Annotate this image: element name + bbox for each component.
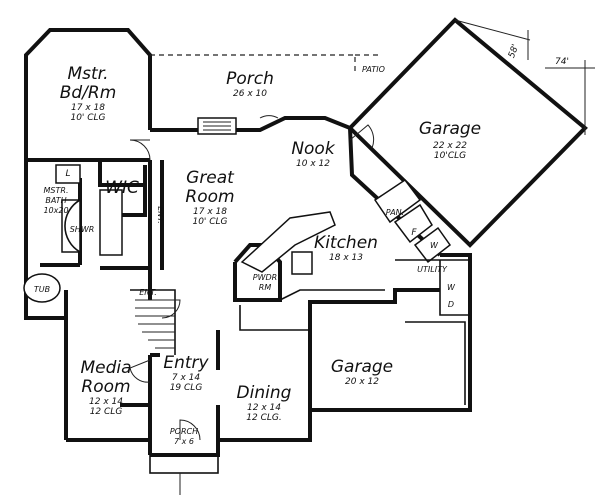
bath-fixtures <box>23 164 123 303</box>
garage-front-size: 20 x 12 <box>345 377 379 387</box>
shower-label: SHWR <box>70 225 95 234</box>
porch-rear-label: Porch <box>226 69 274 89</box>
entry-size: 7 x 14 <box>172 373 201 383</box>
garage-front-label: Garage <box>331 357 393 377</box>
great-room-ceiling: 10' CLG <box>192 217 227 227</box>
dimension-lines <box>454 19 595 135</box>
porch-front-size: 7 x 6 <box>174 437 194 446</box>
master-bed-label-1: Mstr. <box>67 64 108 84</box>
entry-ceiling: 19 CLG <box>170 383 203 393</box>
door-swings <box>129 115 375 441</box>
tub-fixture <box>23 273 61 303</box>
room-labels: Mstr. Bd/Rm 17 x 18 10' CLG Porch 26 x 1… <box>34 43 569 446</box>
master-bed-label-2: Bd/Rm <box>60 83 117 103</box>
ent-lower-label: ENT. <box>139 288 157 297</box>
vanity-fixture <box>99 189 123 256</box>
garage-angled-label: Garage <box>419 119 481 139</box>
porch-front-label: PORCH <box>170 427 198 436</box>
media-label-1: Media <box>80 358 131 378</box>
powder-label-1: PWDR <box>253 273 277 282</box>
media-label-2: Room <box>81 377 130 397</box>
dimension-angle-top: 58' <box>507 43 521 60</box>
pantry-label: PAN. <box>386 208 404 217</box>
master-bath-label-2: BATH <box>45 196 66 205</box>
dimension-offset-right: 74' <box>555 57 569 67</box>
dining-ceiling: 12 CLG. <box>246 413 281 423</box>
front-entry-step <box>149 454 219 495</box>
washer-lower-label: W <box>447 283 456 292</box>
master-bed-ceiling: 10' CLG <box>70 113 105 123</box>
patio-label: PATIO <box>362 65 385 74</box>
kitchen-label: Kitchen <box>314 233 378 253</box>
wic-label: WIC <box>105 178 139 198</box>
nook-label: Nook <box>291 139 336 159</box>
rear-porch-outline <box>150 54 380 75</box>
kitchen-size: 18 x 13 <box>329 253 363 263</box>
nook-size: 10 x 12 <box>296 159 330 169</box>
porch-rear-size: 26 x 10 <box>233 89 267 99</box>
entry-label: Entry <box>163 353 209 373</box>
ent-upper-label: ENT. <box>156 206 165 224</box>
great-room-label-2: Room <box>185 187 234 207</box>
media-ceiling: 12 CLG <box>90 407 123 417</box>
master-bed-size: 17 x 18 <box>71 103 105 113</box>
great-room-size: 17 x 18 <box>193 207 227 217</box>
shower-fixture <box>61 199 81 253</box>
freezer-label: F <box>411 228 417 238</box>
powder-label-2: RM <box>259 283 272 292</box>
utility-label: UTILITY <box>417 265 448 274</box>
great-room-label-1: Great <box>186 168 235 188</box>
tub-label: TUB <box>34 285 50 294</box>
dining-label: Dining <box>237 383 292 403</box>
garage-angled-ceiling: 10'CLG <box>434 151 466 161</box>
media-size: 12 x 14 <box>89 397 123 407</box>
linen-closet <box>55 164 81 184</box>
dining-size: 12 x 14 <box>247 403 281 413</box>
stairs <box>135 299 175 349</box>
dryer-label: D <box>448 300 454 309</box>
linen-label: L <box>65 169 70 179</box>
garage-angled-size: 22 x 22 <box>433 141 467 151</box>
master-bath-label-1: MSTR. <box>44 186 69 195</box>
master-bath-size: 10x20 <box>43 206 68 215</box>
washer-upper-label: W <box>430 241 439 250</box>
